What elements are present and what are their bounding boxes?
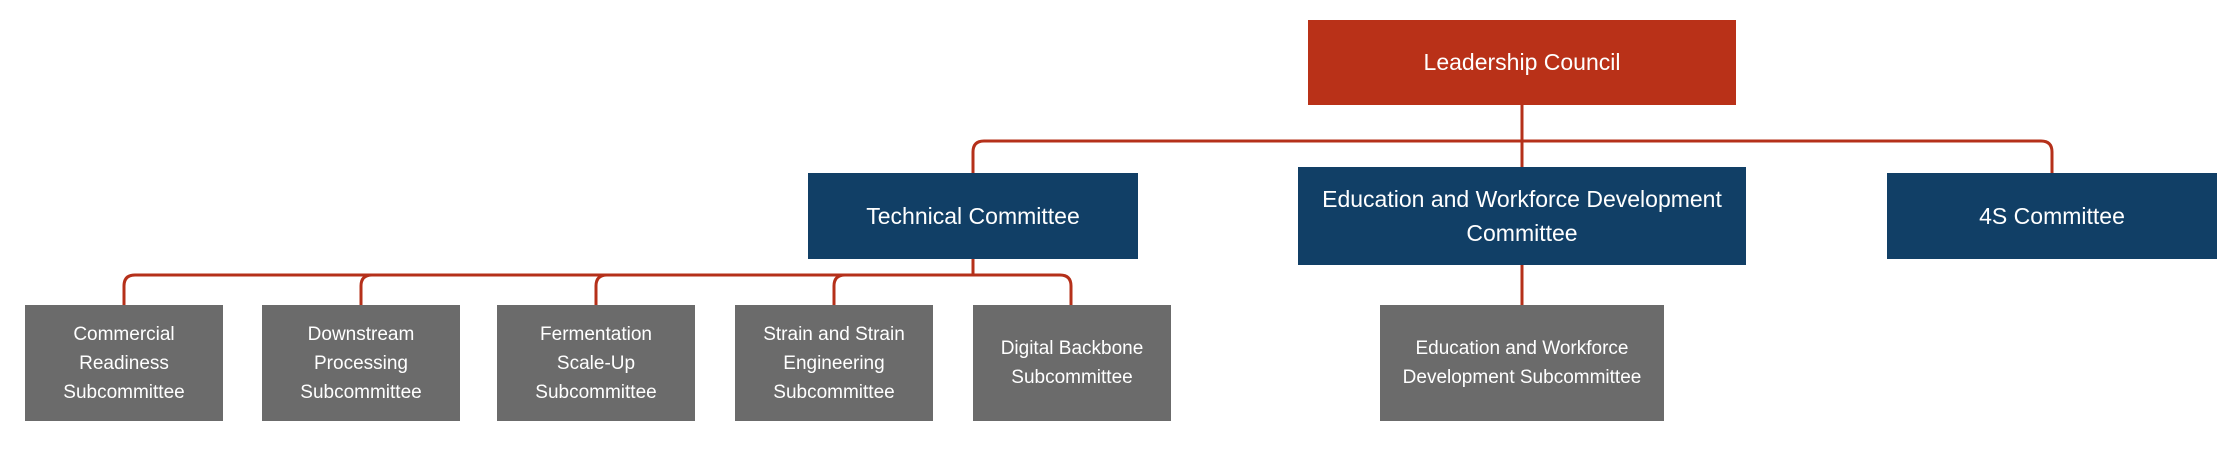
education-committee-box: Education and Workforce Development Comm… <box>1298 167 1746 265</box>
commercial-readiness-box: Commercial Readiness Subcommittee <box>25 305 223 421</box>
technical-committee-label: Technical Committee <box>866 203 1080 229</box>
connector-sub-3 <box>594 273 608 305</box>
connector-sub-4 <box>832 273 846 305</box>
downstream-processing-label: Downstream Processing Subcommittee <box>300 323 422 403</box>
education-workforce-subcommittee-label: Education and Workforce Development Subc… <box>1402 338 1642 388</box>
connector-sub-bus <box>122 273 1073 305</box>
commercial-readiness-label: Commercial Readiness Subcommittee <box>63 323 185 403</box>
fermentation-scale-up-box: Fermentation Scale-Up Subcommittee <box>497 305 695 421</box>
4s-committee-label: 4S Committee <box>1979 203 2125 229</box>
connector-committee-bus <box>971 139 2054 173</box>
technical-committee-box: Technical Committee <box>808 173 1138 259</box>
digital-backbone-label: Digital Backbone Subcommittee <box>1000 338 1144 388</box>
education-committee-label: Education and Workforce Development Comm… <box>1322 186 1722 246</box>
digital-backbone-box: Digital Backbone Subcommittee <box>973 305 1171 421</box>
leadership-council-label: Leadership Council <box>1423 49 1621 75</box>
leadership-council-box: Leadership Council <box>1308 20 1736 105</box>
downstream-processing-box: Downstream Processing Subcommittee <box>262 305 460 421</box>
strain-engineering-label: Strain and Strain Engineering Subcommitt… <box>763 323 905 403</box>
education-workforce-subcommittee-box: Education and Workforce Development Subc… <box>1380 305 1664 421</box>
connector-sub-2 <box>359 273 373 305</box>
fermentation-scale-up-label: Fermentation Scale-Up Subcommittee <box>535 323 657 403</box>
4s-committee-box: 4S Committee <box>1887 173 2217 259</box>
strain-engineering-box: Strain and Strain Engineering Subcommitt… <box>735 305 933 421</box>
